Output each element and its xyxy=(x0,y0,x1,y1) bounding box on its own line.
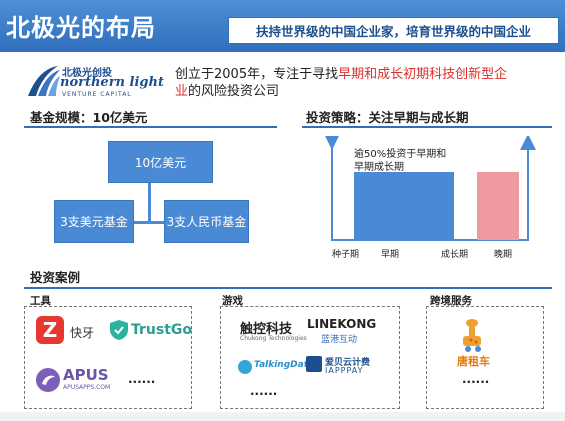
cross-more: ...... xyxy=(462,372,490,386)
northern-light-logo-icon xyxy=(28,66,60,96)
cases-cross-box xyxy=(426,306,544,409)
tick-seed: 种子期 xyxy=(332,250,360,260)
chukong-en: Chukong Technologies xyxy=(240,335,307,342)
fund-divider xyxy=(24,126,277,128)
cases-tools-box xyxy=(24,306,192,409)
tick-late: 晚期 xyxy=(494,250,513,260)
apus-name: APUS xyxy=(63,366,109,384)
strategy-heading: 投资策略：关注早期与成长期 xyxy=(306,110,469,125)
talkingdata-name: TalkingData xyxy=(254,360,315,370)
iapppay-cn: 爱贝云计费 xyxy=(325,358,371,368)
kuaiya-name: 快牙 xyxy=(70,326,95,340)
trustgo-name: TrustGo xyxy=(131,322,193,338)
page-title: 北极光的布局 xyxy=(6,14,156,42)
strategy-divider xyxy=(302,126,552,128)
fund-total-box: 10亿美元 xyxy=(108,141,213,183)
bar-late xyxy=(477,172,519,240)
slogan: 扶持世界级的中国企业家，培育世界级的中国企业 xyxy=(255,24,531,39)
chukong-name: 触控科技 xyxy=(240,322,293,337)
intro-highlight-2: 业 xyxy=(175,84,189,99)
iapppay-en: IAPPPAY xyxy=(325,366,364,375)
strategy-annotation: 逾50%投资于早期和早期成长期 xyxy=(354,149,447,173)
fund-connector-horizontal xyxy=(134,221,164,224)
cases-tools-label: 工具 xyxy=(30,295,51,307)
linekong-cn: 蓝港互动 xyxy=(321,335,358,345)
intro-highlight-1: 早期和成长初期科技创新型企 xyxy=(338,67,508,82)
fund-usd-box: 3支美元基金 xyxy=(54,200,134,243)
apus-site: APUSAPPS.COM xyxy=(63,384,111,391)
fund-rmb-box: 3支人民币基金 xyxy=(164,200,249,243)
cases-heading: 投资案例 xyxy=(30,270,81,285)
tick-early: 早期 xyxy=(381,250,400,260)
linekong-name: LINEKONG xyxy=(307,317,377,331)
strategy-chart xyxy=(324,136,536,241)
talkingdata-logo-icon xyxy=(238,360,252,374)
logo-en-text: northern light xyxy=(60,75,164,90)
intro-text: 创立于2005年，专注于寻找早期和成长初期科技创新型企业的风险投资公司 xyxy=(175,66,555,100)
fund-connector-vertical xyxy=(148,183,151,223)
slogan-box: 扶持世界级的中国企业家，培育世界级的中国企业 xyxy=(228,17,559,44)
footer-bar xyxy=(0,412,565,421)
tangzuche-name: 唐租车 xyxy=(457,355,490,368)
apus-logo-icon xyxy=(36,368,60,392)
cases-games-label: 游戏 xyxy=(222,295,243,307)
games-more: ...... xyxy=(250,384,278,398)
cases-cross-label: 跨境服务 xyxy=(430,295,472,307)
cases-divider xyxy=(24,287,552,289)
tools-more: ...... xyxy=(128,372,156,386)
trustgo-shield-icon xyxy=(109,319,129,341)
logo-cn-text: 北极光创投 xyxy=(62,68,112,79)
cases-games-box xyxy=(220,306,400,409)
intro-part1: 创立于2005年，专注于寻找 xyxy=(175,67,339,82)
giraffe-logo-icon xyxy=(463,319,481,352)
intro-part2: 的风险投资公司 xyxy=(188,84,280,99)
fund-heading: 基金规模：10亿美元 xyxy=(30,110,148,125)
logo-vc-text: VENTURE CAPITAL xyxy=(62,91,132,98)
bar-early xyxy=(354,172,454,240)
iapppay-logo-icon xyxy=(306,356,322,372)
kuaiya-logo-icon: Z xyxy=(36,316,64,344)
tick-growth: 成长期 xyxy=(441,250,469,260)
